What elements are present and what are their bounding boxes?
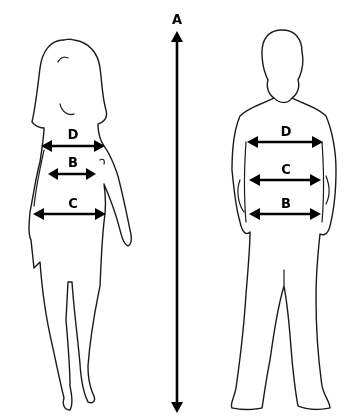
man-body-outline [231, 30, 336, 410]
label-height: A [172, 13, 182, 28]
label-man-chest: D [281, 125, 292, 140]
height-measure-a: A [171, 13, 183, 413]
woman-body-outline [29, 39, 131, 410]
label-man-hips: B [281, 197, 291, 212]
label-man-waist: C [281, 163, 291, 178]
man-silhouette [231, 30, 336, 410]
height-arrow-head-top [171, 31, 183, 42]
label-woman-hips: C [68, 197, 78, 212]
woman-silhouette [29, 39, 131, 410]
label-woman-bust: D [68, 128, 79, 143]
height-arrow-head-bottom [171, 402, 183, 413]
label-woman-waist: B [68, 156, 78, 171]
